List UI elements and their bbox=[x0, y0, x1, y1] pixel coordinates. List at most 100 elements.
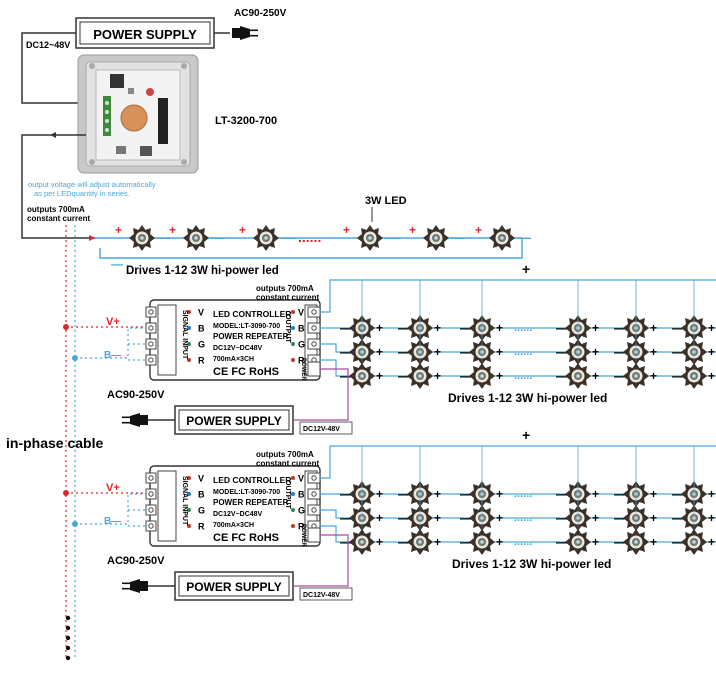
plus-sign: + bbox=[409, 223, 416, 237]
plus-sign: + bbox=[475, 223, 482, 237]
plus-sign: + bbox=[376, 321, 383, 335]
plus-sign: + bbox=[434, 345, 441, 359]
minus-sign: — bbox=[398, 535, 410, 549]
minus-sign: — bbox=[340, 487, 352, 501]
led-icon bbox=[407, 363, 433, 389]
plus-sign: + bbox=[376, 345, 383, 359]
top-led-label: 3W LED bbox=[365, 195, 407, 207]
unit2-ac_label: AC90-250V bbox=[107, 555, 165, 567]
pin-dot bbox=[187, 492, 191, 496]
minus-sign: — bbox=[460, 535, 472, 549]
input-pin-label: R bbox=[198, 522, 205, 532]
plug-icon bbox=[122, 413, 148, 427]
plus-sign: + bbox=[708, 369, 715, 383]
led-icon bbox=[183, 225, 209, 251]
pin-dot bbox=[187, 342, 191, 346]
top-section: POWER SUPPLY AC90-250V DC12~48V bbox=[21, 8, 531, 277]
minus-sign: — bbox=[460, 511, 472, 525]
terminal-screw bbox=[307, 322, 321, 334]
pin-dot bbox=[187, 326, 191, 330]
minus-sign: — bbox=[281, 229, 295, 245]
led-icon bbox=[565, 529, 591, 555]
led-icon bbox=[253, 225, 279, 251]
signal-input-block bbox=[157, 304, 177, 376]
unit1-repeater: POWER REPEATER bbox=[213, 332, 289, 341]
row-dots: ...... bbox=[514, 370, 532, 382]
terminal-screw bbox=[145, 472, 157, 484]
top-dots: ...... bbox=[298, 229, 321, 245]
minus-sign: — bbox=[672, 511, 684, 525]
pin-dot bbox=[291, 358, 295, 362]
minus-sign: — bbox=[111, 257, 123, 271]
pin-dot bbox=[187, 476, 191, 480]
terminal-screw bbox=[145, 520, 157, 532]
output-pin-label: R bbox=[298, 356, 305, 366]
led-icon bbox=[623, 529, 649, 555]
row-dots: ...... bbox=[514, 322, 532, 334]
row-dots: ...... bbox=[514, 488, 532, 500]
unit2-outputs_line2: constant current bbox=[256, 459, 319, 468]
plus-sign: + bbox=[434, 535, 441, 549]
plus-sign: + bbox=[496, 487, 503, 501]
plus-sign: + bbox=[650, 321, 657, 335]
plus-sign: + bbox=[592, 369, 599, 383]
minus-sign: — bbox=[385, 229, 399, 245]
led-icon bbox=[423, 225, 449, 251]
minus-sign: — bbox=[460, 321, 472, 335]
pin-dot bbox=[291, 492, 295, 496]
pin-dot bbox=[187, 508, 191, 512]
input-pin-label: R bbox=[198, 356, 205, 366]
plus-sign: + bbox=[708, 511, 715, 525]
top-drives-label: Drives 1-12 3W hi-power led bbox=[126, 265, 279, 277]
terminal-screw bbox=[307, 472, 321, 484]
plus-sign: + bbox=[376, 511, 383, 525]
led-icon bbox=[129, 225, 155, 251]
plus-sign: + bbox=[496, 345, 503, 359]
terminal-screw bbox=[145, 306, 157, 318]
top-note-line2: as per LEDquantity in series. bbox=[34, 189, 130, 198]
minus-sign: — bbox=[614, 487, 626, 501]
minus-sign: — bbox=[517, 229, 531, 245]
plus-sign: + bbox=[434, 487, 441, 501]
minus-sign: — bbox=[460, 345, 472, 359]
minus-sign: — bbox=[672, 321, 684, 335]
minus-sign: — bbox=[556, 487, 568, 501]
row-dots: ...... bbox=[514, 512, 532, 524]
led-icon bbox=[623, 363, 649, 389]
unit2-dc_label: DC12V-48V bbox=[303, 592, 340, 599]
minus-sign: — bbox=[614, 535, 626, 549]
input-pin-label: V bbox=[198, 308, 204, 318]
plus-sign: + bbox=[376, 369, 383, 383]
power-terminal bbox=[307, 361, 321, 377]
pin-dot bbox=[291, 524, 295, 528]
minus-sign: — bbox=[672, 345, 684, 359]
power-label: POWER bbox=[300, 358, 306, 381]
minus-sign: — bbox=[398, 345, 410, 359]
led-icon bbox=[469, 363, 495, 389]
plus-sign: + bbox=[592, 511, 599, 525]
plus-sign: + bbox=[650, 535, 657, 549]
plus-sign: + bbox=[115, 223, 122, 237]
input-pin-label: B bbox=[198, 490, 205, 500]
power-supply-box bbox=[174, 571, 294, 601]
unit1-b_label: B— bbox=[104, 350, 121, 361]
output-pin-label: B bbox=[298, 490, 305, 500]
plus-sign: + bbox=[496, 535, 503, 549]
minus-sign: — bbox=[157, 229, 171, 245]
plus-sign: + bbox=[708, 535, 715, 549]
led-icon bbox=[407, 529, 433, 555]
terminal-screw bbox=[145, 354, 157, 366]
minus-sign: — bbox=[340, 345, 352, 359]
minus-sign: — bbox=[398, 511, 410, 525]
minus-sign: — bbox=[340, 369, 352, 383]
device-model-label: LT-3200-700 bbox=[215, 115, 277, 127]
unit2-drives: Drives 1-12 3W hi-power led bbox=[452, 557, 611, 571]
led-icon bbox=[469, 529, 495, 555]
plus-sign: + bbox=[376, 535, 383, 549]
input-pin-label: B bbox=[198, 324, 205, 334]
input-pin-label: G bbox=[198, 506, 205, 516]
top-power-supply-label: POWER SUPPLY bbox=[93, 27, 197, 42]
plus-sign: + bbox=[650, 511, 657, 525]
